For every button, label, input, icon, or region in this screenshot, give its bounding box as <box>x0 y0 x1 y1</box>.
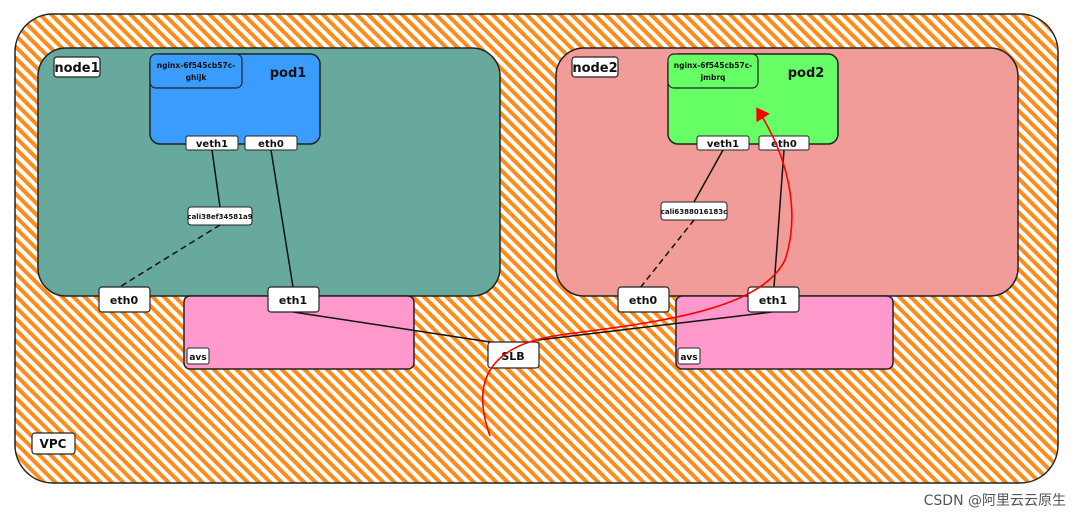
pod2-name-box <box>667 53 759 89</box>
pod1-veth1-to-cali1-line <box>211 149 221 208</box>
avs1-label: avs <box>189 353 206 363</box>
host1-eth1-label: eth1 <box>279 294 307 307</box>
pod1-name-line1: nginx-6f545cb57c- <box>157 61 236 70</box>
node2-label: node2 <box>572 61 617 76</box>
cali2-label: cali6388016183c <box>661 208 728 216</box>
host1-eth1-box <box>267 286 320 313</box>
pod2-name-line2: jmbrq <box>700 73 726 82</box>
slb-to-host2-eth1-line <box>537 311 773 341</box>
host2-eth1-box <box>747 286 800 313</box>
host1-eth0-label: eth0 <box>110 294 139 307</box>
pod1-eth0-to-host1-eth1-line <box>270 149 294 288</box>
watermark: CSDN @阿里云云原生 <box>923 493 1066 509</box>
host2-eth0-label: eth0 <box>629 294 658 307</box>
host2-eth0-box <box>617 286 670 313</box>
node2-label-box <box>571 56 619 78</box>
host1-eth1-to-slb-line <box>292 311 491 343</box>
traffic-flow-arrow <box>481 107 793 437</box>
pod2-eth0-label: eth0 <box>771 139 797 150</box>
pod1-eth0-label: eth0 <box>258 139 284 150</box>
avs2-label: avs <box>680 353 697 363</box>
pod1-veth1-label: veth1 <box>196 139 228 150</box>
cali1-label: cali38ef34581a9 <box>187 213 252 221</box>
host2-eth1-label: eth1 <box>759 294 787 307</box>
pod2-label: pod2 <box>788 66 825 81</box>
vpc-label-box <box>31 432 76 455</box>
avs2-label-box <box>677 347 701 365</box>
pod1-label: pod1 <box>270 66 307 81</box>
pod2-eth0-to-host2-eth1-line <box>773 149 785 288</box>
node1-label: node1 <box>54 61 99 76</box>
slb-box <box>487 341 540 369</box>
pod1-name-box <box>149 53 243 89</box>
pod2-name-line1: nginx-6f545cb57c- <box>674 61 753 70</box>
host1-eth0-box <box>98 286 151 313</box>
node1-label-box <box>53 56 101 78</box>
slb-label: SLB <box>501 350 524 363</box>
pod2-veth1-label: veth1 <box>707 139 739 150</box>
pod2-veth1-to-cali2-line <box>693 149 724 203</box>
vpc-label: VPC <box>40 437 67 451</box>
pod1-name-line2: ghijk <box>186 73 208 82</box>
cali2-to-host2-eth0-line <box>639 219 695 289</box>
avs1-label-box <box>186 347 210 365</box>
